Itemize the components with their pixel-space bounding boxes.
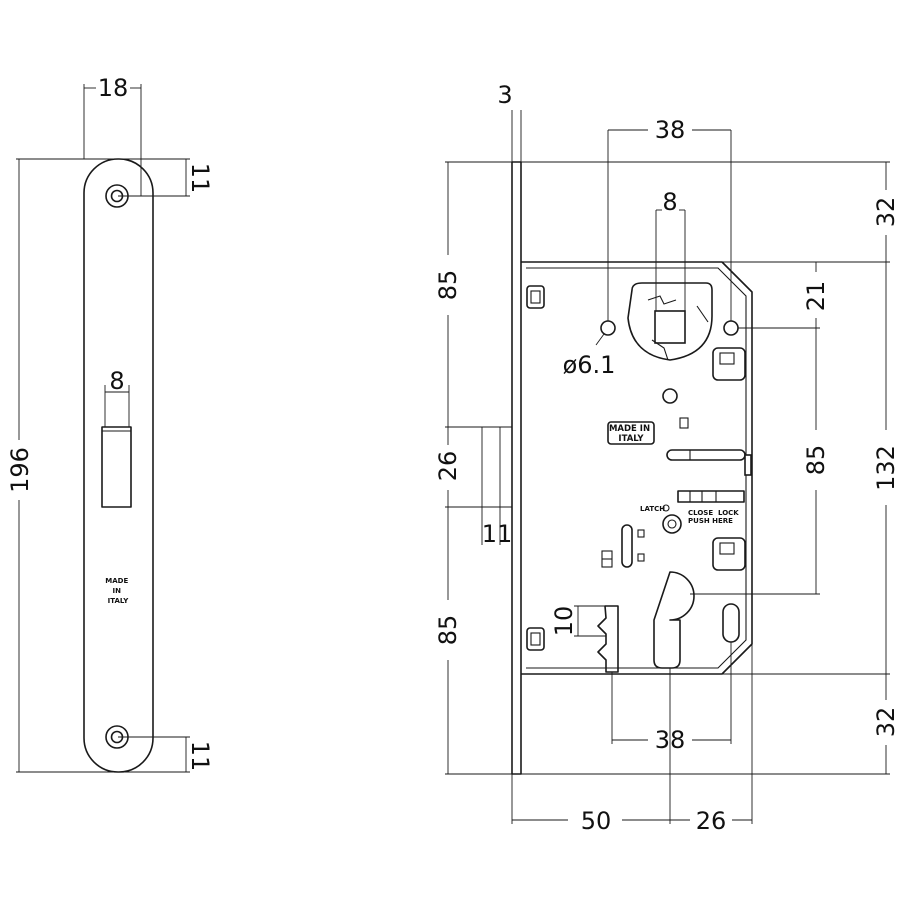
- dim-faceplate-width: 18: [98, 74, 129, 102]
- dim-hole-diameter: ø6.1: [563, 351, 616, 379]
- right-upper-tab: [712, 347, 746, 381]
- dim-body-height: 132: [872, 445, 900, 491]
- lower-fixing-tab: [526, 627, 545, 651]
- bolt-bar: [677, 490, 745, 503]
- body-stamp: [607, 421, 655, 445]
- spindle-square: [654, 310, 686, 344]
- latch-indicator-icon: [662, 504, 670, 512]
- dim-backset: 50: [581, 807, 612, 835]
- front-plate: [511, 161, 522, 775]
- faceplate-view: MADE IN ITALY 18 196 11 11 8: [6, 74, 214, 773]
- selector-unlock-icon: [637, 553, 645, 562]
- dim-latch-width: 8: [109, 367, 124, 395]
- close-label: CLOSE: [688, 509, 713, 517]
- euro-cylinder-cutout: [653, 571, 695, 669]
- dim-rear-depth: 26: [696, 807, 727, 835]
- dim-bottom-screw-offset: 11: [186, 741, 214, 772]
- lock-symbol-icon: [679, 417, 689, 429]
- dim-spindle-to-hole: 38: [655, 116, 686, 144]
- lock-body-view: MADE IN ITALY LATCH CLOSE LOCK PUSH HERE: [434, 81, 900, 835]
- dim-centre-distance: 85: [802, 445, 830, 476]
- upper-right-hole: [723, 320, 739, 336]
- dim-upper-faceplate: 85: [434, 270, 462, 301]
- lock-label: LOCK: [718, 509, 739, 517]
- dim-spindle-square: 8: [662, 188, 677, 216]
- latch-button: [662, 514, 682, 534]
- selector-slot: [621, 524, 633, 568]
- latch-opening: [101, 426, 132, 508]
- dim-top-offset: 32: [872, 197, 900, 228]
- dim-cam-offset: 10: [550, 606, 578, 637]
- upper-fixing-tab: [526, 285, 545, 309]
- center-hole: [662, 388, 678, 404]
- lock-case-outline: [521, 261, 753, 675]
- latch-slot: [666, 449, 746, 461]
- faceplate-stamp: MADE IN ITALY: [105, 577, 130, 605]
- cam-detail: [597, 605, 619, 673]
- right-lower-tab: [712, 537, 746, 571]
- upper-screw-hole: [600, 320, 616, 336]
- latch-label: LATCH: [640, 505, 665, 513]
- lower-oval-slot: [722, 603, 740, 643]
- dim-latch-depth: 11: [482, 520, 513, 548]
- dim-faceplate-height: 196: [6, 447, 34, 493]
- spindle-hub: [627, 282, 713, 361]
- latch-tongue: [744, 454, 752, 476]
- dim-hole-offset: 21: [802, 281, 830, 312]
- dim-latch-height: 26: [434, 451, 462, 482]
- faceplate-outline: [83, 158, 154, 773]
- dim-plate-thickness: 3: [497, 81, 512, 109]
- dim-top-screw-offset: 11: [186, 163, 214, 194]
- dim-bottom-offset: 32: [872, 707, 900, 738]
- dim-lower-faceplate: 85: [434, 615, 462, 646]
- push-label: PUSH HERE: [688, 517, 733, 525]
- svg-text:MADE IN ITALY: MADE IN ITALY: [609, 424, 653, 444]
- selector-lock-icon: [637, 529, 645, 538]
